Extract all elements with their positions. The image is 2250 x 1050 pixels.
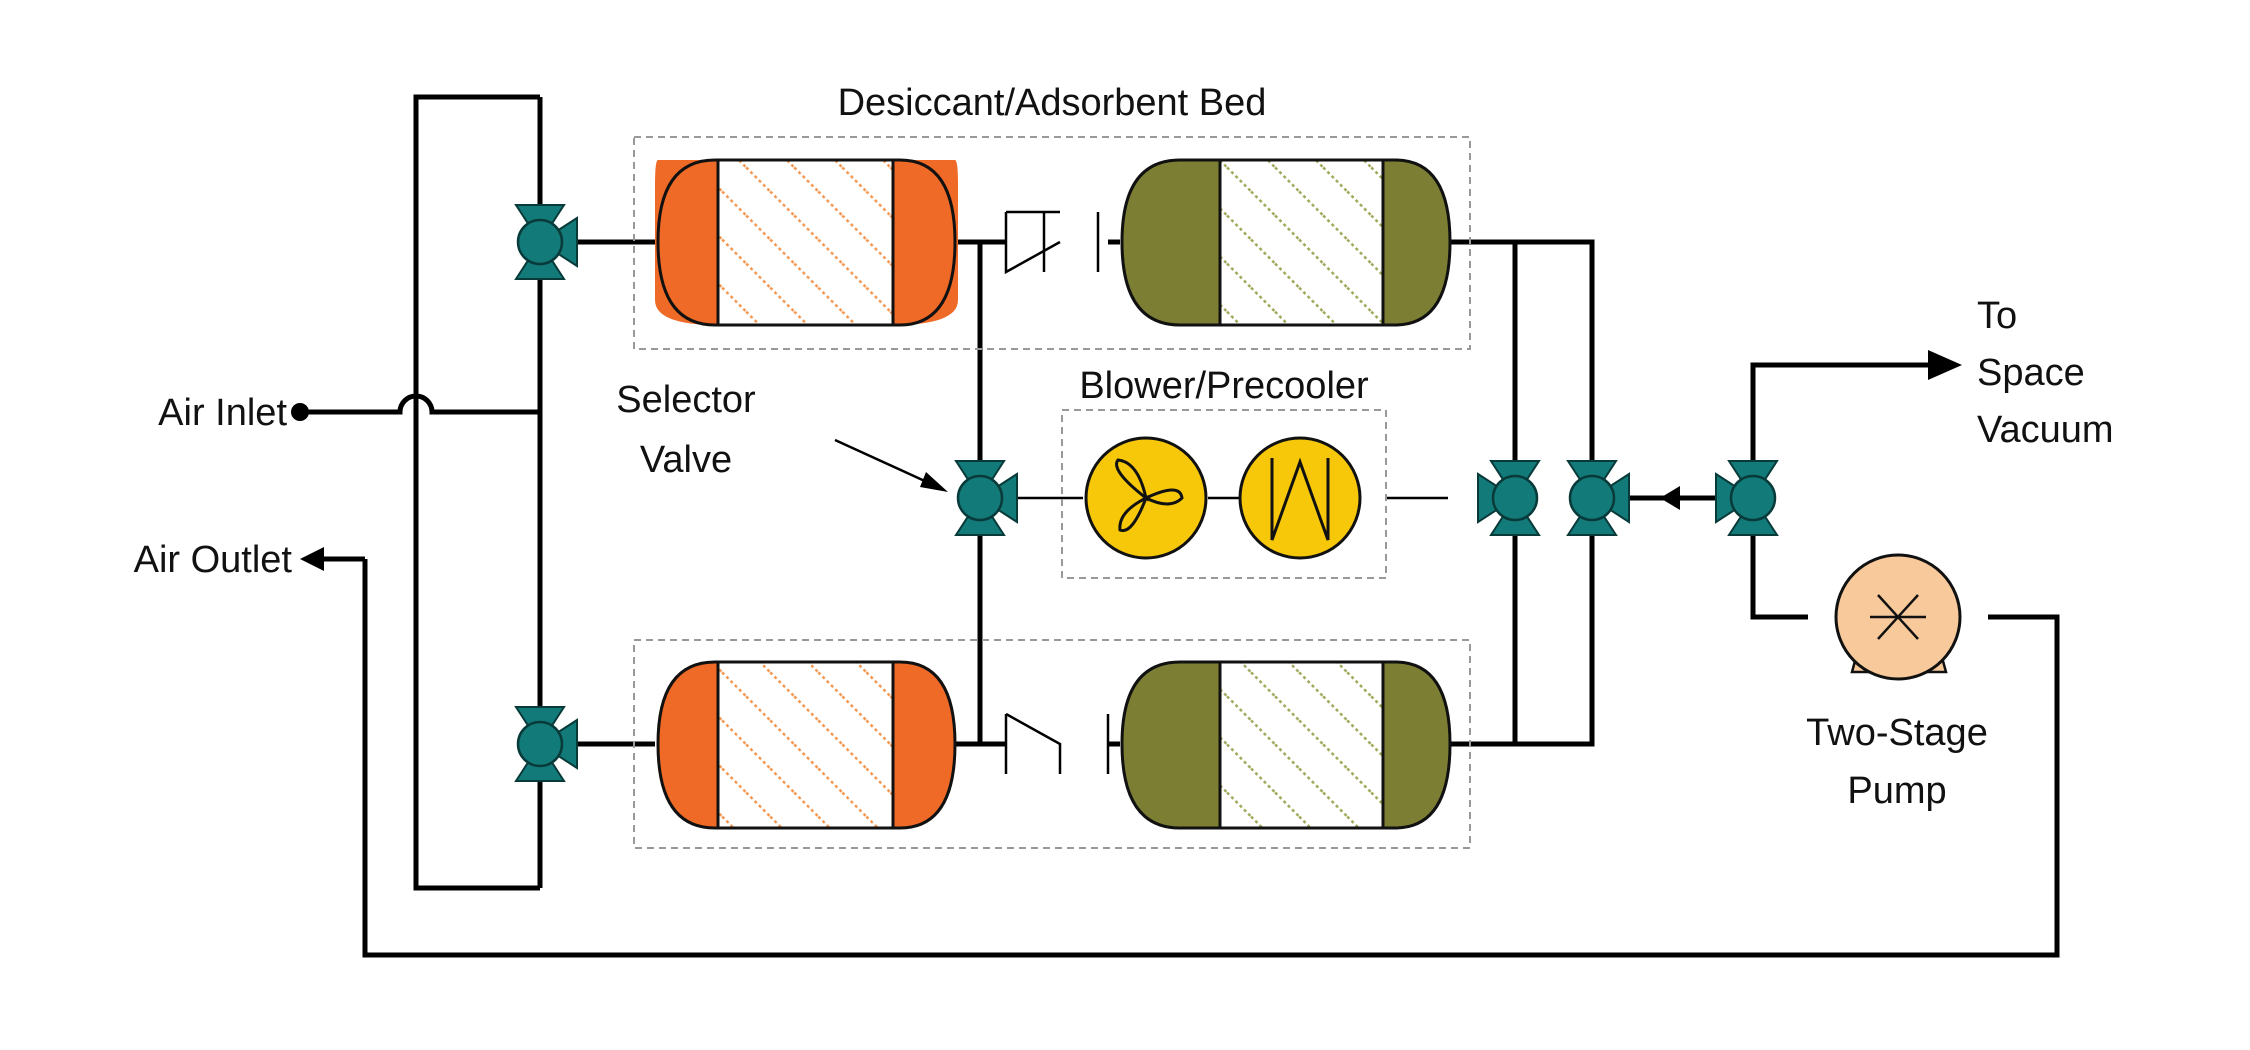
blower-group-label: Blower/Precooler xyxy=(1079,365,1369,407)
air-outlet-arrowhead xyxy=(300,547,324,571)
space-vacuum-label-line3: Vacuum xyxy=(1977,409,2114,451)
air-inlet-node xyxy=(291,403,309,421)
selector-pointer-arrowhead xyxy=(920,472,948,492)
valve-ball xyxy=(1729,474,1777,522)
selector-label-line1: Selector xyxy=(616,379,756,421)
three-way-valve-icon xyxy=(514,204,578,280)
pump-label-line1: Two-Stage xyxy=(1806,712,1988,754)
valve-ball xyxy=(516,720,564,768)
blower-group-box xyxy=(1061,409,1387,579)
space-vacuum-label-line2: Space xyxy=(1977,352,2085,394)
valve-ball xyxy=(956,474,1004,522)
flow-arrowhead-right-valves xyxy=(1660,486,1680,510)
desiccant-bed-icon xyxy=(656,660,957,830)
space-vacuum-arrowhead xyxy=(1928,350,1962,380)
pump-label-line2: Pump xyxy=(1847,770,1946,812)
space-vacuum-label-line1: To xyxy=(1977,295,2017,337)
valve-ball xyxy=(1568,474,1616,522)
fan-icon xyxy=(1084,436,1208,560)
bottom-bed-group-box xyxy=(633,639,1471,849)
top-bed-group-box xyxy=(633,136,1471,350)
valve-ball xyxy=(1491,474,1539,522)
three-way-valve-icon xyxy=(514,706,578,782)
air-outlet-label: Air Outlet xyxy=(134,539,293,581)
thin-connectors xyxy=(834,438,1448,500)
air-inlet-label: Air Inlet xyxy=(158,392,287,434)
selector-label-line2: Valve xyxy=(640,439,732,481)
valve-ball xyxy=(516,218,564,266)
three-way-valve-icon xyxy=(1566,460,1630,536)
valve-group xyxy=(514,204,1779,782)
vacuum-pump-icon xyxy=(1834,553,1962,681)
heat-exchanger-icon xyxy=(1238,436,1362,560)
three-way-valve-icon xyxy=(1477,460,1541,536)
bed-group-label: Desiccant/Adsorbent Bed xyxy=(838,82,1267,124)
three-way-valve-icon xyxy=(954,460,1018,536)
adsorbent-bed-icon xyxy=(1120,660,1452,830)
check-valve-icon xyxy=(1004,712,1110,774)
three-way-valve-icon xyxy=(1715,460,1779,536)
desiccant-bed-icon xyxy=(655,158,958,327)
check-valve-icon xyxy=(1004,210,1100,275)
adsorbent-bed-icon xyxy=(1120,158,1452,327)
